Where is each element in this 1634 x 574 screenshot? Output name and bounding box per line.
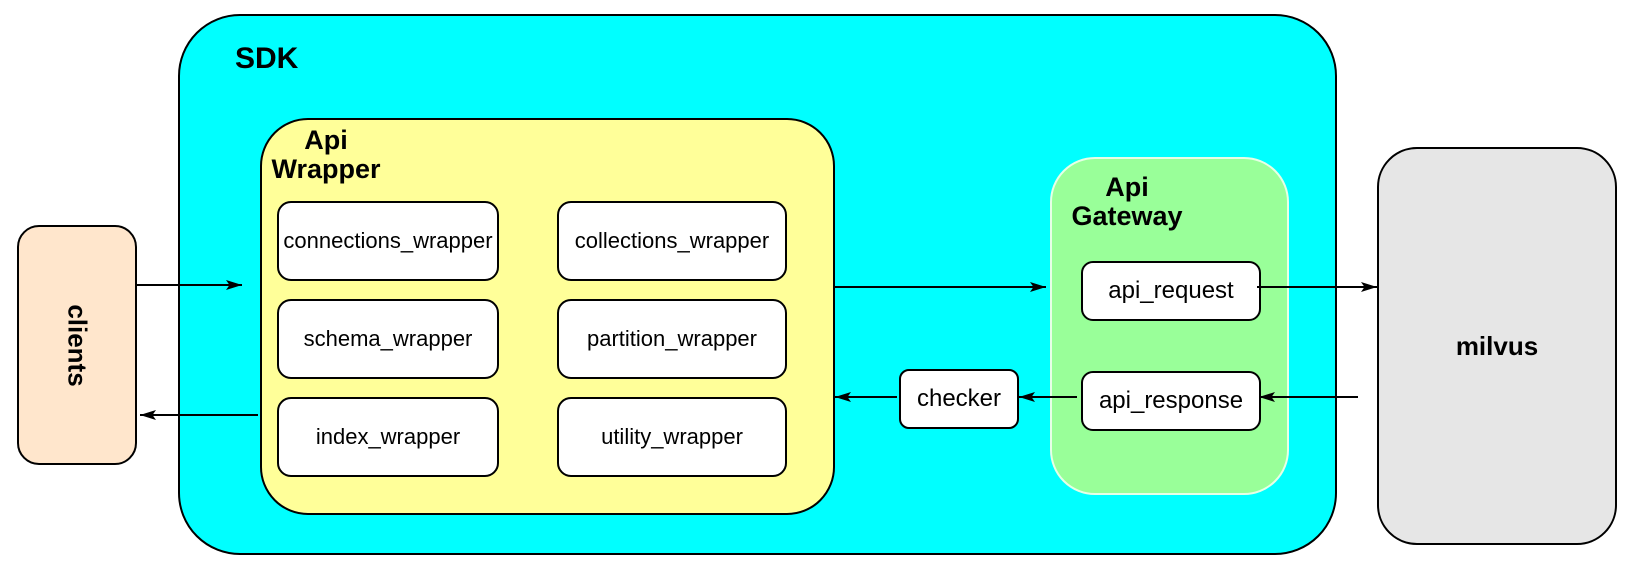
connections-wrapper-label: connections_wrapper bbox=[283, 228, 493, 253]
api-wrapper-label: Api Wrapper bbox=[271, 125, 381, 184]
utility-wrapper-label: utility_wrapper bbox=[601, 424, 743, 449]
schema-wrapper-label: schema_wrapper bbox=[303, 326, 473, 351]
api-wrapper-container: Api Wrapper connections_wrapper collecti… bbox=[260, 118, 835, 515]
index-wrapper-label: index_wrapper bbox=[315, 424, 461, 449]
partition-wrapper-label: partition_wrapper bbox=[587, 326, 757, 351]
utility-wrapper-box: utility_wrapper bbox=[557, 397, 787, 477]
api-request-label: api_request bbox=[1108, 277, 1234, 304]
partition-wrapper-box: partition_wrapper bbox=[557, 299, 787, 379]
milvus-label: milvus bbox=[1455, 330, 1539, 361]
index-wrapper-box: index_wrapper bbox=[277, 397, 499, 477]
api-response-box: api_response bbox=[1081, 371, 1261, 431]
api-gateway-container: Api Gateway api_request api_response bbox=[1050, 157, 1289, 495]
sdk-container: SDK Api Wrapper connections_wrapper coll… bbox=[178, 14, 1337, 555]
sdk-label: SDK bbox=[235, 42, 299, 75]
api-gateway-label: Api Gateway bbox=[1071, 172, 1183, 231]
clients-box: clients bbox=[17, 225, 137, 465]
clients-label: clients bbox=[62, 303, 93, 387]
schema-wrapper-box: schema_wrapper bbox=[277, 299, 499, 379]
collections-wrapper-label: collections_wrapper bbox=[574, 228, 770, 253]
checker-label: checker bbox=[916, 385, 1002, 412]
checker-box: checker bbox=[899, 369, 1019, 429]
milvus-box: milvus bbox=[1377, 147, 1617, 545]
collections-wrapper-box: collections_wrapper bbox=[557, 201, 787, 281]
api-request-box: api_request bbox=[1081, 261, 1261, 321]
connections-wrapper-box: connections_wrapper bbox=[277, 201, 499, 281]
api-response-label: api_response bbox=[1098, 387, 1244, 414]
